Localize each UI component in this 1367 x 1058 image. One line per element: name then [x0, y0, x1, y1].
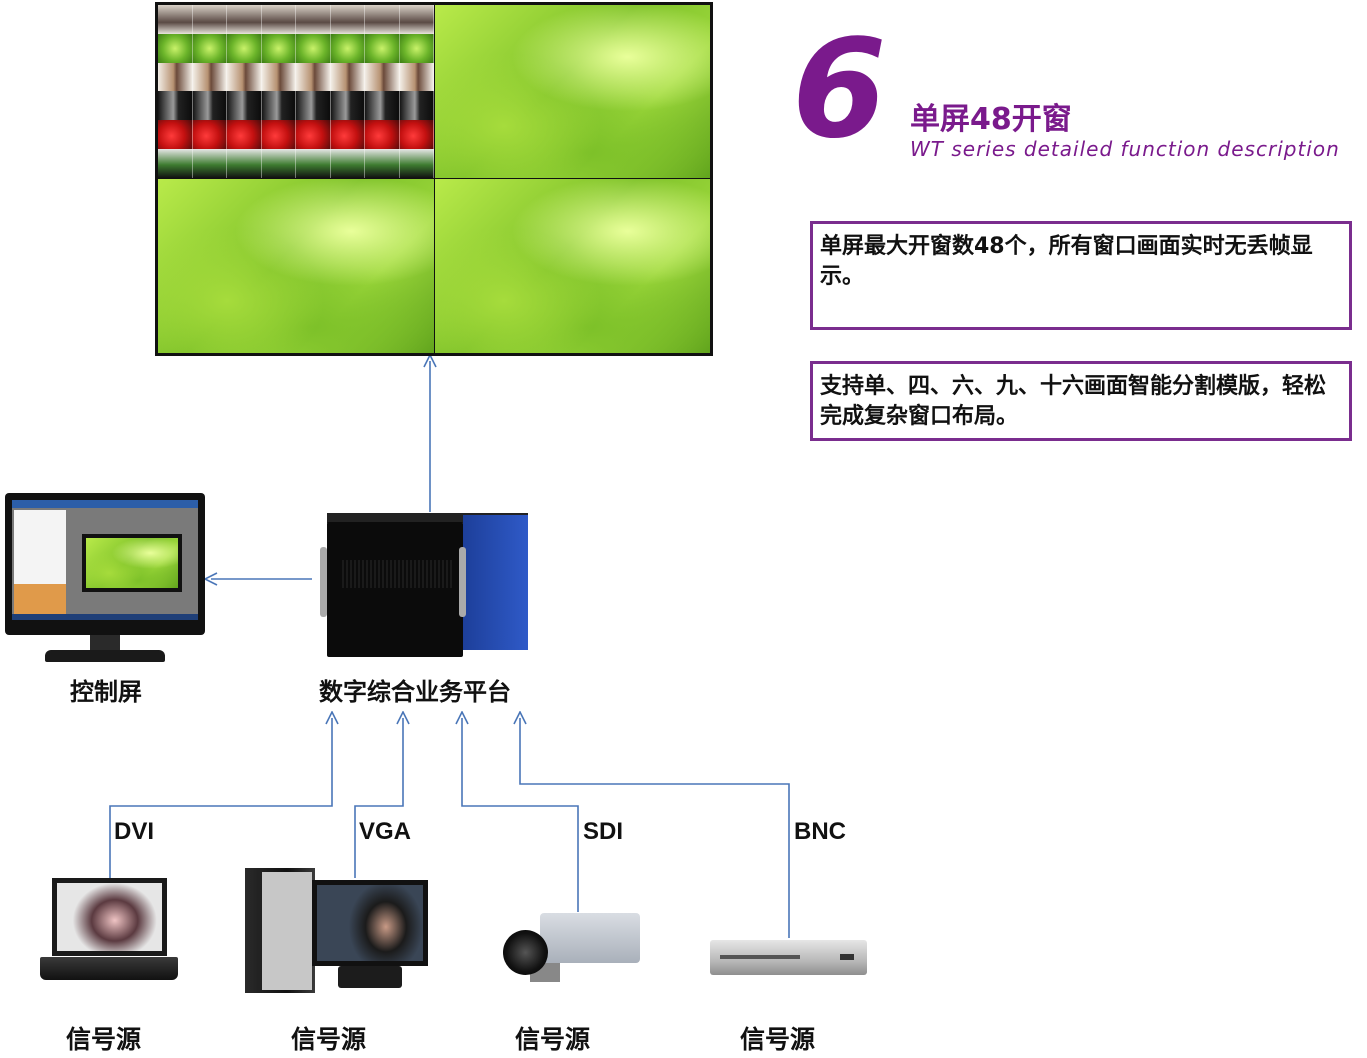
monitor-stand-base — [45, 650, 165, 662]
connection-label-dvi: DVI — [114, 818, 155, 845]
connection-label-sdi: SDI — [583, 818, 624, 845]
section-subtitle: WT series detailed function description — [910, 137, 1340, 161]
video-wall — [155, 2, 713, 356]
server-handle-left — [320, 547, 327, 617]
camera-lens — [503, 930, 548, 975]
section-title: 单屏48开窗 — [910, 102, 1072, 137]
description-box-1: 单屏最大开窗数48个，所有窗口画面实时无丢帧显示。 — [810, 221, 1352, 330]
dvi-connector — [109, 718, 332, 878]
bnc-connector — [520, 718, 790, 938]
camera-icon — [540, 913, 640, 963]
source-label-camera: 信号源 — [515, 1025, 591, 1054]
sdi-connector — [462, 718, 579, 912]
connection-label-bnc: BNC — [794, 818, 846, 845]
server-side-panel — [463, 515, 528, 650]
dvd-disc-slot — [720, 955, 800, 959]
source-label-laptop: 信号源 — [66, 1025, 142, 1054]
control-screen-label: 控制屏 — [70, 678, 142, 706]
server-grille — [342, 560, 452, 588]
server-chassis-icon — [327, 522, 463, 657]
vga-connector — [354, 718, 403, 878]
platform-label: 数字综合业务平台 — [319, 678, 511, 706]
wall-seam-vertical — [434, 5, 435, 353]
source-label-desktop: 信号源 — [291, 1025, 367, 1054]
starfruit-pane-top-right — [435, 5, 710, 178]
window-mosaic — [158, 5, 434, 178]
desktop-monitor-image — [317, 885, 423, 961]
server-top — [327, 513, 528, 523]
starfruit-pane-bottom-right — [435, 179, 710, 353]
server-handle-right — [459, 547, 466, 617]
description-box-2: 支持单、四、六、九、十六画面智能分割模版，轻松完成复杂窗口布局。 — [810, 361, 1352, 441]
monitor-stand-neck — [90, 635, 120, 651]
dvd-display — [840, 954, 854, 960]
desktop-tower-side — [262, 872, 312, 990]
starfruit-pane-bottom-left — [158, 179, 434, 353]
wall-seam-horizontal — [158, 178, 710, 179]
laptop-screen-image — [57, 883, 162, 951]
source-label-dvd: 信号源 — [740, 1025, 816, 1054]
desktop-monitor-base — [338, 966, 402, 988]
section-number: 6 — [792, 11, 887, 169]
control-monitor-screen — [12, 500, 198, 620]
connection-label-vga: VGA — [359, 818, 412, 845]
laptop-keyboard — [40, 957, 178, 980]
